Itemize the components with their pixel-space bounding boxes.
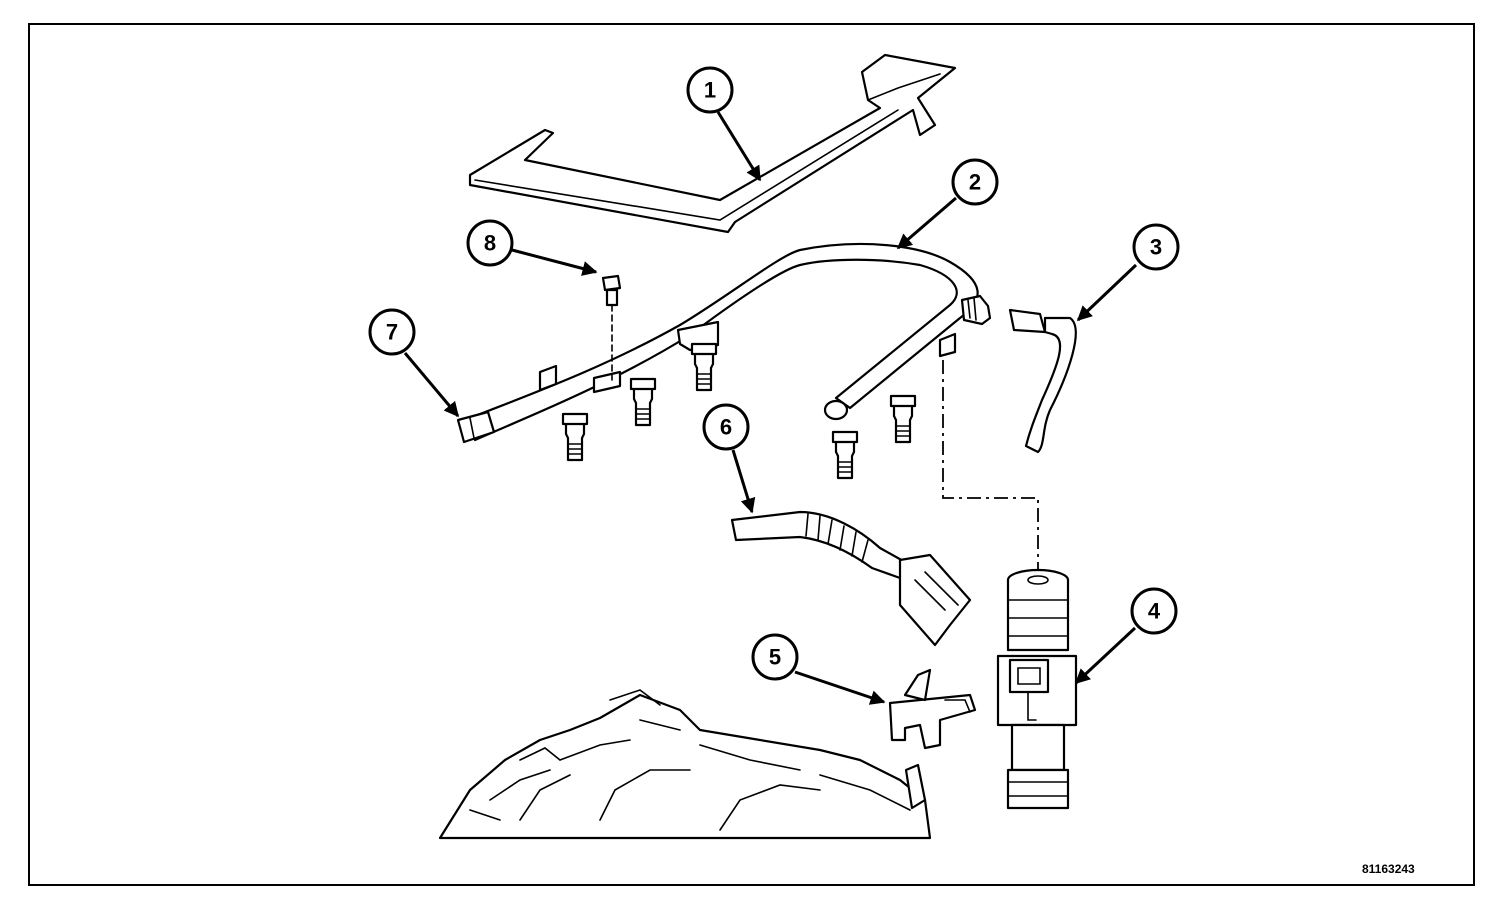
- callout-7: 7: [368, 308, 416, 356]
- fuel-supply-hose: [1008, 308, 1077, 454]
- mounting-bolt: [601, 274, 622, 381]
- callout-7-label: 7: [386, 320, 398, 345]
- callout-6-label: 6: [720, 415, 732, 440]
- callout-5: 5: [751, 633, 799, 681]
- callout-3-label: 3: [1150, 235, 1162, 260]
- leader-arrows: [403, 111, 1138, 705]
- figure-id: 81163243: [1362, 862, 1415, 876]
- rail-end-fitting: [456, 410, 496, 444]
- intake-manifold: [438, 689, 932, 840]
- callout-1: 1: [686, 66, 734, 114]
- callout-4: 4: [1130, 587, 1178, 635]
- callout-8-label: 8: [484, 231, 496, 256]
- fuel-rail-cover: [468, 53, 957, 234]
- callout-8: 8: [466, 219, 514, 267]
- callout-1-label: 1: [704, 78, 716, 103]
- fuel-rail: [463, 242, 992, 442]
- callout-5-label: 5: [769, 645, 781, 670]
- alignment-line: [942, 360, 1039, 572]
- figure-border: [28, 23, 1475, 886]
- callout-3: 3: [1132, 223, 1180, 271]
- callout-6: 6: [702, 403, 750, 451]
- injector-retaining-clip: [888, 668, 977, 750]
- injector-wire-connector: [730, 510, 972, 647]
- callout-2: 2: [951, 158, 999, 206]
- fuel-injector: [996, 568, 1078, 810]
- callout-4-label: 4: [1148, 599, 1161, 624]
- callout-2-label: 2: [969, 170, 981, 195]
